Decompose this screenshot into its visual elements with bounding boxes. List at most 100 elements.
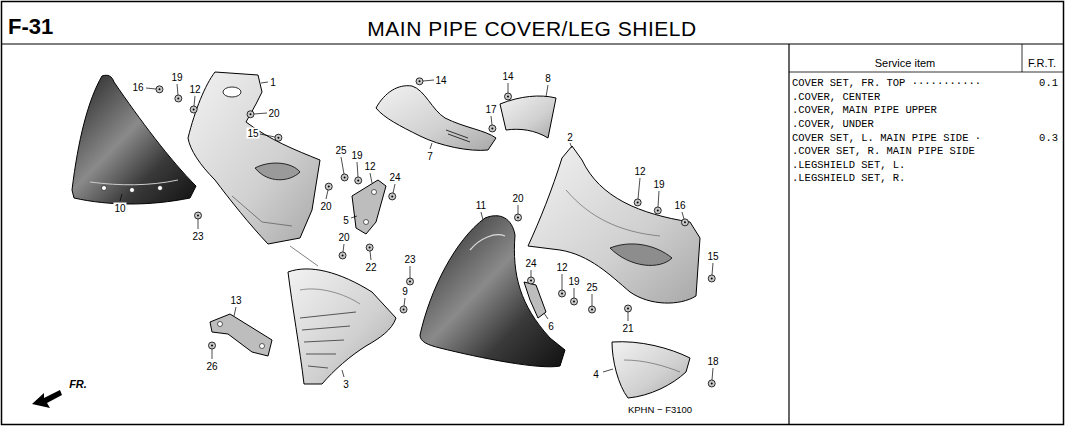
- callout-number: 1: [269, 77, 277, 88]
- table-cell: .COVER, UNDER: [792, 118, 874, 130]
- fastener-symbol: [156, 86, 163, 93]
- part-detail: [90, 180, 178, 185]
- fastener-center: [342, 254, 344, 256]
- table-cell: .LEGSHIELD SET, L.: [792, 159, 905, 171]
- fastener-symbol: [247, 111, 254, 118]
- leader-line: [712, 263, 713, 275]
- fastener-head: [589, 306, 596, 313]
- fastener-symbol: [571, 298, 578, 305]
- callout-number: 20: [511, 193, 524, 204]
- title-rule: [2, 43, 1064, 44]
- cover-part: [376, 86, 496, 151]
- fasteners: [156, 78, 715, 387]
- front-indicator: FR.: [69, 378, 87, 390]
- table-cell: .COVER SET, R. MAIN PIPE SIDE: [792, 145, 975, 157]
- fastener-head: [625, 305, 632, 312]
- fastener-symbol: [195, 212, 202, 219]
- fastener-symbol: [416, 78, 423, 85]
- part-detail: [624, 360, 680, 372]
- fastener-symbol: [708, 380, 715, 387]
- fastener-center: [158, 88, 160, 90]
- leader-line: [370, 173, 372, 183]
- leader-line: [254, 113, 267, 114]
- leader-line: [261, 82, 268, 83]
- leader-line: [544, 313, 548, 319]
- fastener-center: [357, 179, 359, 181]
- assembly-line: [290, 246, 318, 266]
- fastener-center: [711, 382, 713, 384]
- bracket-part: [210, 314, 272, 356]
- part-hole: [218, 322, 223, 327]
- table-header: Service item: [875, 57, 936, 69]
- fastener-head: [209, 342, 216, 349]
- callout-number: 20: [337, 232, 350, 243]
- leader-line: [393, 184, 395, 193]
- callout-number: 4: [592, 369, 600, 380]
- leader-line: [546, 85, 548, 97]
- fastener-center: [507, 96, 509, 98]
- table-header: F.R.T.: [1028, 57, 1056, 69]
- fastener-center: [391, 195, 393, 197]
- fastener-center: [277, 137, 279, 139]
- callout-number: 8: [544, 73, 552, 84]
- table-cell: .LEGSHIELD SET, R.: [792, 172, 905, 184]
- cover-part: [188, 72, 320, 244]
- fastener-center: [369, 247, 371, 249]
- fastener-center: [328, 186, 330, 188]
- fastener-center: [211, 345, 213, 347]
- fastener-symbol: [515, 214, 522, 221]
- fastener-center: [561, 293, 563, 295]
- leader-line: [531, 270, 532, 277]
- fastener-symbol: [389, 193, 396, 200]
- fastener-head: [400, 306, 407, 313]
- leader-line: [592, 294, 593, 306]
- fastener-head: [708, 380, 715, 387]
- fastener-center: [250, 113, 252, 115]
- leader-line: [658, 191, 659, 207]
- fastener-head: [366, 244, 373, 251]
- fastener-head: [654, 207, 661, 214]
- callout-number: 21: [621, 323, 634, 334]
- fastener-head: [489, 125, 496, 132]
- fastener-center: [530, 280, 532, 282]
- fastener-center: [409, 281, 411, 283]
- fastener-head: [515, 214, 522, 221]
- fastener-symbol: [559, 290, 566, 297]
- callout-number: 19: [170, 72, 183, 83]
- part-hole: [260, 344, 265, 349]
- part-detail: [470, 235, 505, 250]
- callout-number: 25: [585, 282, 598, 293]
- fastener-symbol: [209, 342, 216, 349]
- fastener-center: [637, 201, 639, 203]
- fastener-center: [419, 80, 421, 82]
- part-detail: [232, 196, 292, 226]
- cover-part: [528, 146, 700, 303]
- leader-line: [574, 288, 575, 298]
- leader-line: [628, 312, 629, 321]
- fastener-symbol: [175, 95, 182, 102]
- callout-number: 18: [706, 356, 719, 367]
- fastener-head: [416, 78, 423, 85]
- diagram-title: MAIN PIPE COVER/LEG SHIELD: [367, 17, 696, 41]
- callout-number: 15: [246, 128, 259, 139]
- callout-number: 13: [229, 295, 242, 306]
- fastener-head: [407, 278, 414, 285]
- fastener-center: [573, 301, 575, 303]
- callout-number: 6: [547, 321, 555, 332]
- fastener-symbol: [654, 207, 661, 214]
- leader-line: [430, 143, 432, 149]
- leader-line: [508, 83, 509, 93]
- cover-part: [420, 216, 565, 367]
- fastener-center: [657, 209, 659, 211]
- fastener-head: [681, 219, 688, 226]
- table-cell: 0.3: [1039, 132, 1058, 144]
- fastener-symbol: [505, 93, 512, 100]
- part-detail: [446, 130, 470, 142]
- leader-line: [481, 212, 483, 220]
- fastener-head: [156, 86, 163, 93]
- fastener-symbol: [407, 278, 414, 285]
- part-hole: [130, 188, 135, 193]
- leader-line: [342, 370, 344, 377]
- fastener-symbol: [708, 275, 715, 282]
- bracket-part: [352, 180, 386, 234]
